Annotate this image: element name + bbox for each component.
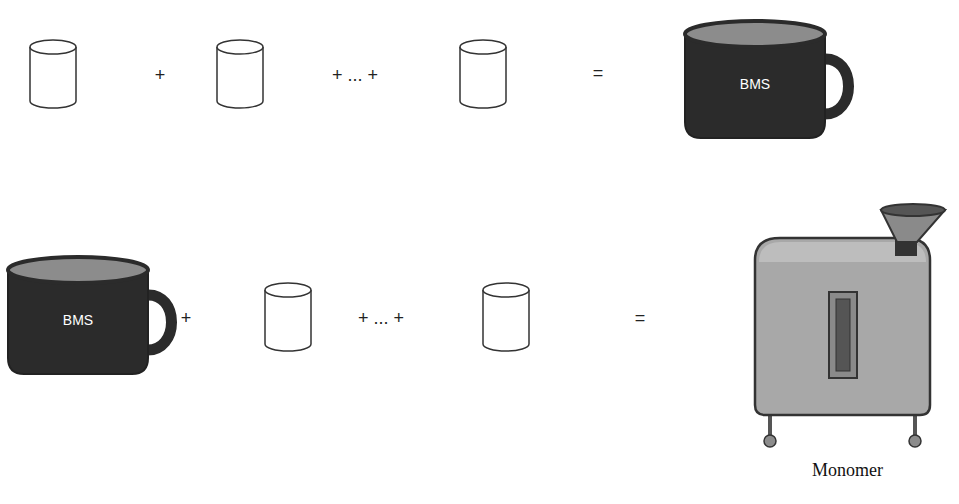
operator-label: + bbox=[155, 65, 166, 86]
mug-label: BMS bbox=[63, 312, 93, 328]
machine-window bbox=[829, 292, 857, 378]
cylinder bbox=[483, 283, 529, 351]
cylinder bbox=[265, 283, 311, 351]
machine-node: Monomer bbox=[745, 200, 950, 498]
mug-handle bbox=[823, 59, 849, 114]
cylinder bbox=[30, 40, 76, 108]
mug-body bbox=[8, 270, 148, 374]
mug-body bbox=[685, 34, 825, 138]
cylinder bbox=[460, 40, 506, 108]
operator-label: + ... + bbox=[358, 308, 404, 329]
machine-caption: Monomer bbox=[812, 460, 883, 481]
machine-outline bbox=[745, 200, 950, 450]
mug-label: BMS bbox=[740, 76, 770, 92]
operator-label: + ... + bbox=[332, 65, 378, 86]
mug-handle bbox=[146, 295, 172, 350]
cylinder bbox=[217, 40, 263, 108]
mug-node: BMS bbox=[3, 250, 178, 380]
mug-top bbox=[8, 257, 148, 283]
machine-wheel bbox=[764, 435, 776, 447]
funnel-mouth bbox=[881, 204, 945, 216]
machine-wheel bbox=[909, 435, 921, 447]
machine-slot bbox=[836, 299, 850, 371]
operator-label: + bbox=[181, 308, 192, 329]
mug-node: BMS bbox=[680, 14, 855, 144]
machine-body bbox=[755, 238, 930, 415]
operator-label: = bbox=[635, 308, 646, 329]
mug-top bbox=[685, 21, 825, 47]
operator-label: = bbox=[593, 63, 604, 84]
